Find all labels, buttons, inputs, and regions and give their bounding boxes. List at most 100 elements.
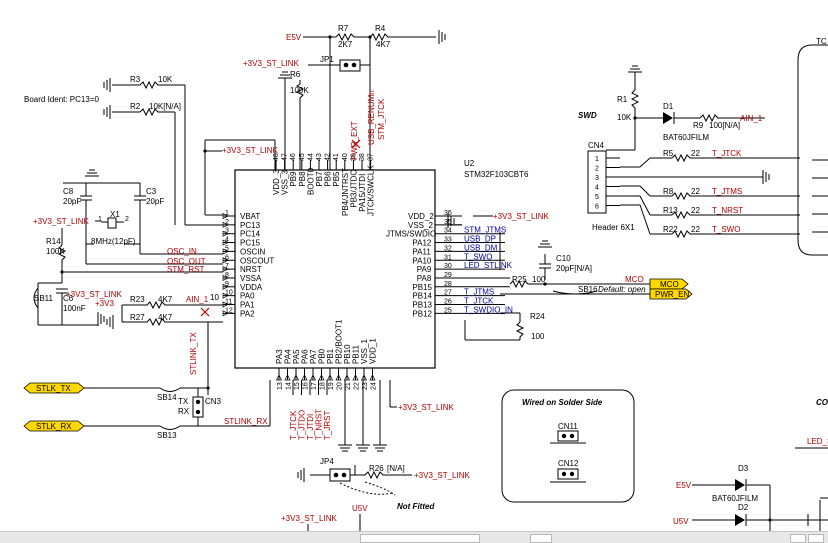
swd-net-t-swo: T_SWO: [712, 225, 740, 234]
svg-text:R6: R6: [290, 70, 301, 79]
svg-text:R9: R9: [693, 121, 704, 130]
osc-out-net: OSC_OUT: [167, 257, 206, 266]
swd-ain1-net: AIN_1: [740, 114, 763, 123]
u2-pin-number-6: 6: [225, 254, 229, 261]
u2-pin-number-45: 45: [299, 153, 306, 161]
solder-bridge-sb11: SB11: [33, 287, 54, 309]
u2-pin-number-4: 4: [225, 237, 229, 244]
svg-text:STLK_TX: STLK_TX: [36, 384, 71, 393]
v3-link-vdd2: +3V3_ST_LINK: [493, 212, 549, 221]
svg-text:4K7: 4K7: [158, 295, 173, 304]
u2-pin-name-44: BOOT0: [306, 167, 315, 195]
u2-right-pins: 36VDD_235VSS_234JTMS/SWDIOSTM_JTMS33PA12…: [386, 210, 513, 318]
u2-pin-name-32: PA11: [412, 247, 431, 256]
u2-pin-number-23: 23: [362, 382, 369, 390]
u2-pin-number-38: 38: [359, 153, 366, 161]
not-fitted-note: Not Fitted: [397, 502, 435, 511]
svg-text:BAT60JFILM: BAT60JFILM: [712, 494, 758, 503]
u2-pin-name-42: PB6: [324, 171, 333, 187]
svg-text:Default: open: Default: open: [598, 285, 646, 294]
ain1-net: AIN_1: [186, 295, 209, 304]
net-t-swdio-in: T_SWDIO_IN: [464, 305, 513, 314]
svg-text:R25: R25: [512, 275, 527, 284]
u2-pin-name-27: PB14: [412, 292, 432, 301]
u2-pin-number-42: 42: [325, 153, 332, 161]
svg-text:SB16: SB16: [578, 285, 598, 294]
u2-pin-name-4: PC15: [240, 239, 261, 248]
osc-in-net: OSC_IN: [167, 247, 197, 256]
u2-pin-name-34: JTMS/SWDIO: [386, 230, 436, 239]
u2-pin-name-48: VDD_3: [272, 169, 281, 195]
u2-pin-number-28: 28: [444, 281, 452, 288]
u2-pin-name-12: PA2: [240, 309, 255, 318]
svg-text:BAT60JFILM: BAT60JFILM: [663, 133, 709, 142]
u2-pin-number-22: 22: [354, 382, 361, 390]
e5v-bottom-label: E5V: [676, 481, 692, 490]
u2-ref: U2: [464, 159, 475, 168]
u2-pin-name-3: PC14: [240, 230, 261, 239]
board-ident-label: Board Ident: PC13=0: [24, 95, 99, 104]
u2-pin-number-26: 26: [444, 299, 452, 306]
svg-text:D2: D2: [738, 503, 749, 512]
u2-pin-number-14: 14: [286, 382, 293, 390]
svg-text:R4: R4: [375, 24, 386, 33]
u2-pin-number-44: 44: [307, 153, 314, 161]
svg-text:4K7: 4K7: [376, 40, 391, 49]
svg-text:PWR_EN: PWR_EN: [655, 290, 689, 299]
v3-link-vdda: +3V3_ST_LINK: [66, 290, 122, 299]
u2-pin-name-23: VSS_1: [360, 339, 369, 364]
u2-pin-name-37: JTCK/SWCLK: [367, 165, 376, 216]
u2-pin-name-40: PB4/JNTRST: [341, 168, 350, 216]
resistor-r6: R6 100K: [290, 70, 309, 170]
svg-text:CN12: CN12: [558, 459, 579, 468]
c3-label: C3: [146, 187, 157, 196]
net-led-stlink: LED_STLINK: [464, 261, 513, 270]
u2-part: STM32F103CBT6: [464, 170, 529, 179]
pwr-en-port: PWR_EN: [649, 288, 693, 300]
resistor-r4: R4 4K7: [369, 24, 446, 49]
svg-text:SB14: SB14: [157, 393, 177, 402]
svg-text:10K[N/A]: 10K[N/A]: [149, 102, 181, 111]
resistor-r23: R23 4K7: [122, 295, 223, 310]
mco-port: MCO: [649, 278, 689, 290]
svg-text:X1: X1: [110, 210, 120, 219]
u2-pin-number-34: 34: [444, 228, 452, 235]
u2-pin-name-29: PA8: [417, 274, 432, 283]
svg-text:TX: TX: [178, 397, 189, 406]
diode-d2: D2: [735, 503, 749, 526]
swd-net-t-jtms: T_JTMS: [712, 187, 742, 196]
svg-text:R24: R24: [530, 312, 545, 321]
u2-pin-number-25: 25: [444, 307, 452, 314]
svg-text:100: 100: [532, 275, 546, 284]
u2-pin-number-18: 18: [320, 382, 327, 390]
v3-link-top: +3V3_ST_LINK: [243, 59, 299, 68]
svg-text:R27: R27: [130, 313, 145, 322]
u2-pin-name-14: PA4: [284, 349, 293, 364]
bottom-net-t-jtdo: T_JTDO: [298, 410, 307, 440]
u5v-right-label: U5V: [673, 517, 689, 526]
tc-label: TC: [816, 37, 827, 46]
swd-res-val-0: 22: [691, 149, 700, 158]
u2-pin-number-37: 37: [368, 153, 375, 161]
u2-pin-name-36: VDD_2: [408, 212, 434, 221]
connector-cn3: CN3 TX RX: [178, 396, 222, 418]
resistor-r27: R27 4K7: [122, 313, 223, 327]
plus-3v3-label: +3V3: [95, 299, 114, 308]
v3-link-jp4: +3V3_ST_LINK: [414, 471, 470, 480]
bottom-net-t-jrst: T_JRST: [323, 411, 332, 440]
svg-text:MCO: MCO: [660, 280, 679, 289]
diode-d3: D3 BAT60JFILM: [712, 464, 758, 503]
u2-pin-name-16: PA6: [301, 349, 310, 364]
net-usb-dp: USB_DP: [464, 235, 496, 244]
svg-text:R3: R3: [130, 75, 141, 84]
u2-pin-name-22: PB11: [352, 344, 361, 364]
v3-link-vdd3: +3V3_ST_LINK: [222, 146, 278, 155]
swd-res-ref-1: R8: [663, 187, 674, 196]
u2-pin-number-39: 39: [350, 153, 357, 161]
svg-text:4K7: 4K7: [158, 313, 173, 322]
swd-res-ref-0: R5: [663, 149, 674, 158]
svg-text:CN4: CN4: [588, 141, 605, 150]
stlink-rx-net: STLINK_RX: [224, 417, 268, 426]
u2-pin-name-8: VSSA: [240, 274, 262, 283]
